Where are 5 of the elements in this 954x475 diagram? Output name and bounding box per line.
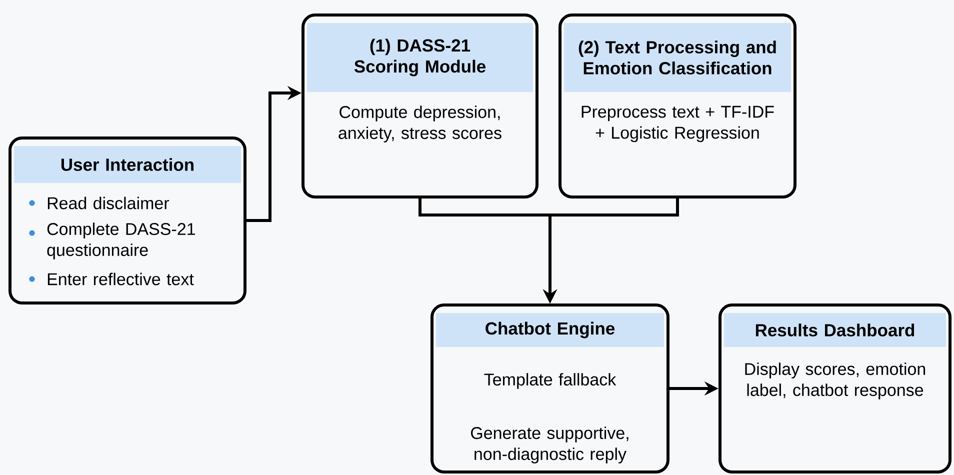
process-box: Chatbot Engine Template fallback Generate supportive, non-diagnostic reply (430, 304, 670, 474)
process-box: (2) Text Processing and Emotion Classification Preprocess text + TF-IDF + Logistic Regression (558, 14, 796, 198)
process-box: Results Dashboard Display scores, emotion label, chatbot response (718, 304, 952, 474)
process-box: User Interaction Read disclaimer Complete DASS-21 questionnaire Enter reflective text (8, 136, 246, 304)
process-box: (1) DASS-21 Scoring Module Compute depression, anxiety, stress scores (302, 14, 538, 198)
